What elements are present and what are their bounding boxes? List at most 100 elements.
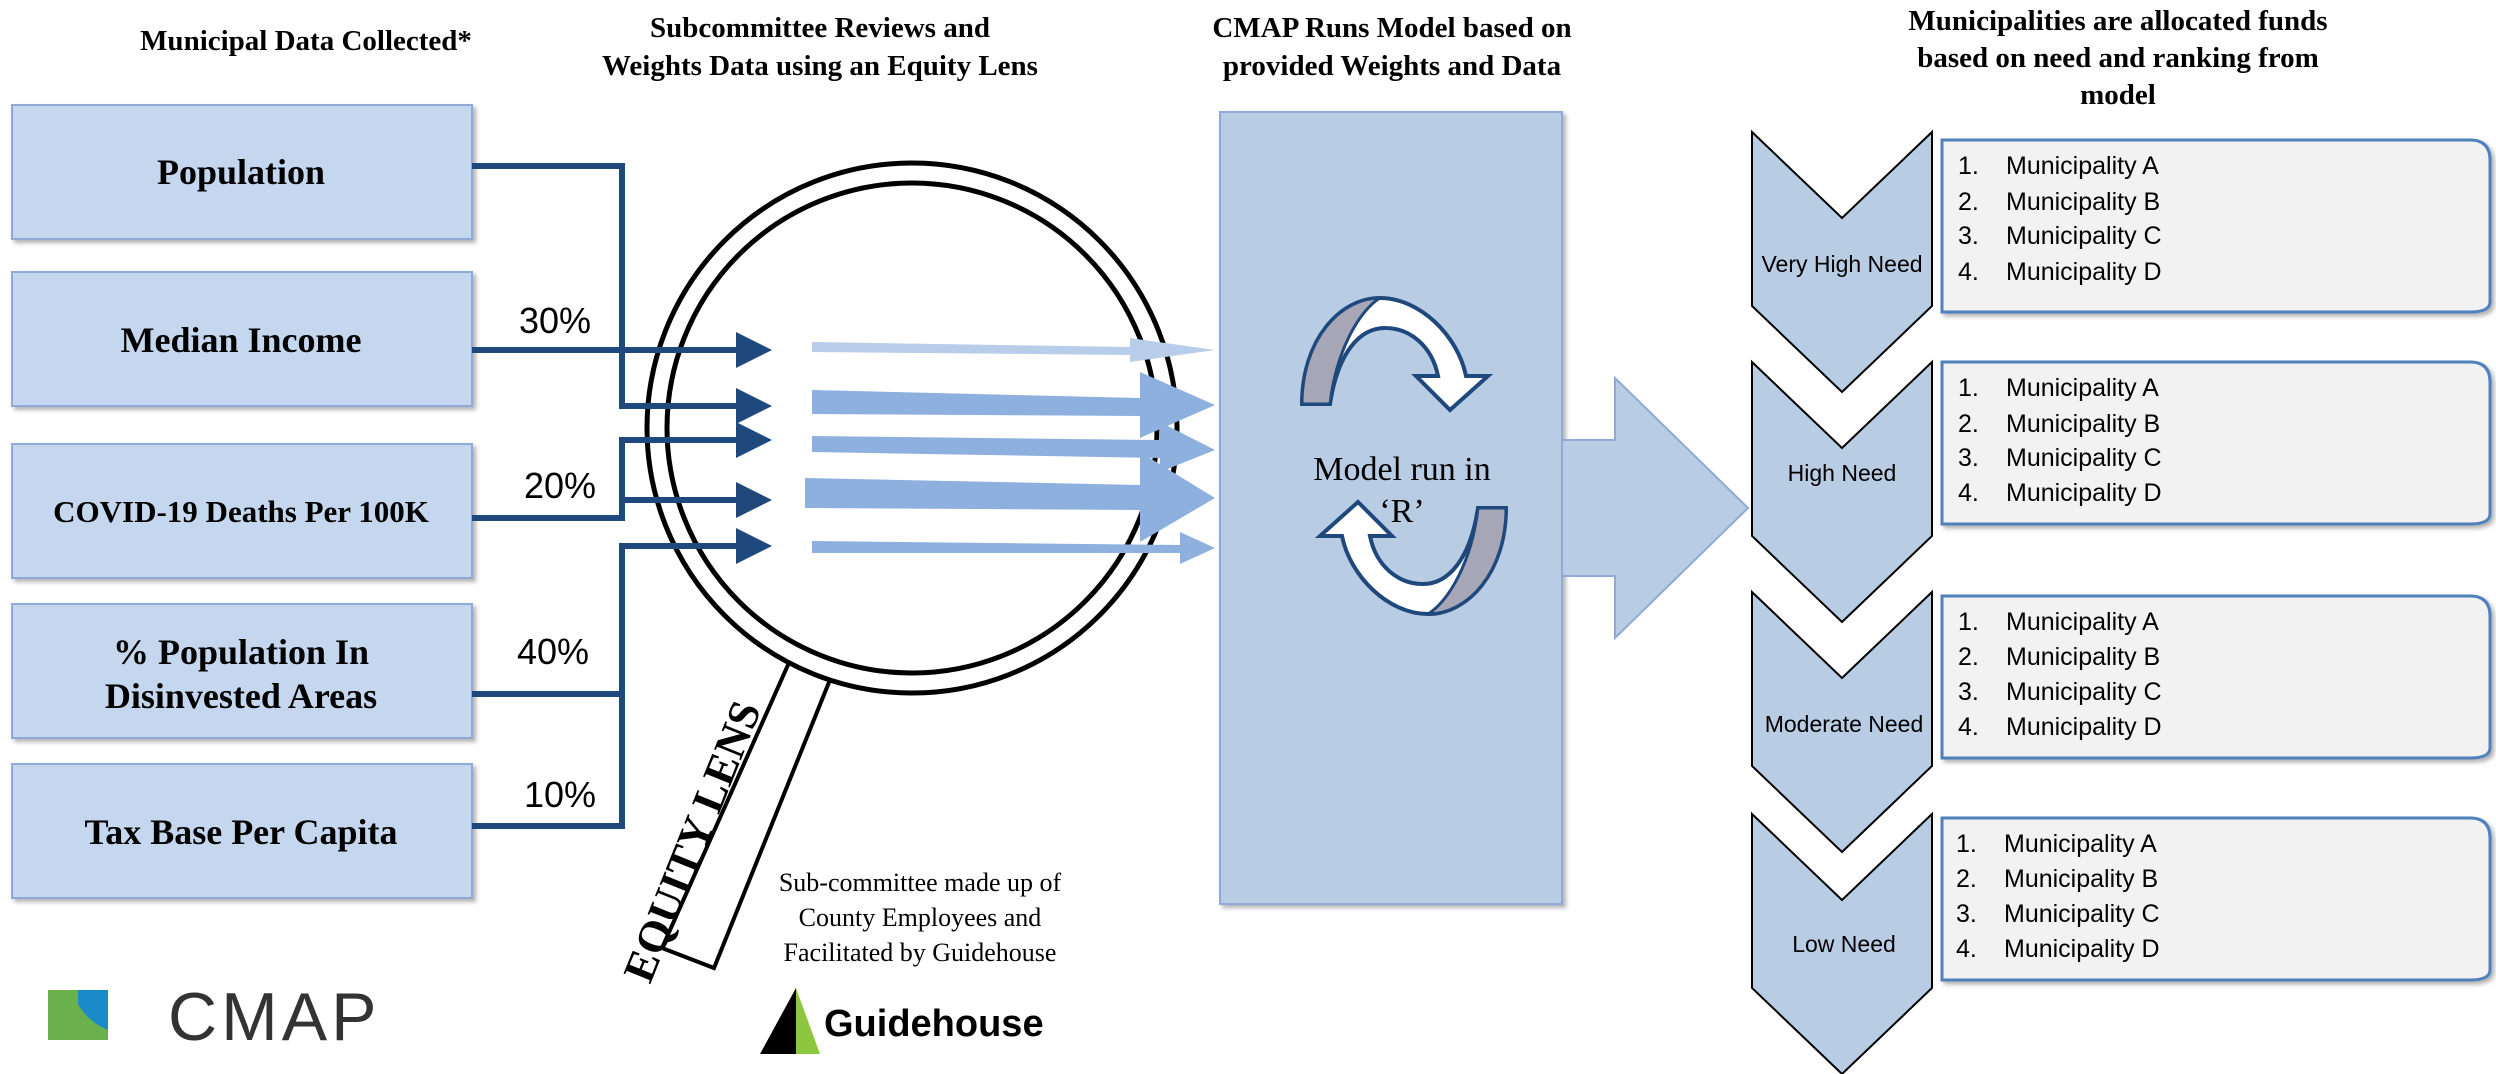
connectors — [472, 163, 772, 829]
rank-number: 3. — [1958, 678, 1979, 706]
need-label-moderate: Moderate Need — [1765, 711, 1924, 737]
note-line3: Facilitated by Guidehouse — [784, 938, 1057, 967]
need-label-low: Low Need — [1792, 931, 1896, 957]
municipality-name: Municipality D — [2006, 713, 2162, 741]
rank-number: 2. — [1958, 188, 1979, 216]
weight-covid: 20% — [524, 465, 596, 506]
need-levels: Very High Need 1. Municipality A 2. Muni… — [1751, 129, 2492, 1074]
chevron-high — [1751, 359, 1933, 624]
municipality-name: Municipality D — [2006, 479, 2162, 507]
rank-number: 2. — [1956, 865, 1977, 893]
municipality-name: Municipality A — [2006, 152, 2159, 180]
guidehouse-logo-text: Guidehouse — [824, 1003, 1044, 1045]
rank-number: 3. — [1958, 444, 1979, 472]
connector-disinvested — [472, 528, 772, 697]
rank-number: 1. — [1958, 152, 1979, 180]
header-subcommittee-line2: Weights Data using an Equity Lens — [602, 50, 1038, 82]
disinvested-label-line1: % Population In — [113, 632, 369, 672]
rank-number: 1. — [1958, 608, 1979, 636]
population-box — [11, 104, 473, 240]
guidehouse-logo-mark-dark — [760, 988, 796, 1054]
cmap-logo-text: CMAP — [168, 979, 380, 1055]
municipality-name: Municipality D — [2006, 258, 2162, 286]
chevron-very-high — [1751, 129, 1933, 394]
population-label: Population — [157, 152, 325, 192]
median-income-box — [11, 271, 473, 407]
list-low — [1940, 816, 2492, 982]
rank-number: 4. — [1958, 258, 1979, 286]
header-allocation-line1: Municipalities are allocated funds — [1908, 5, 2327, 37]
magnifying-glass-icon: EQUITY LENS — [614, 160, 1180, 989]
chevron-low — [1751, 811, 1933, 1074]
cmap-logo-blue-shape — [78, 990, 108, 1030]
weight-tax-base: 10% — [524, 774, 596, 815]
note-line2: County Employees and — [799, 903, 1042, 932]
need-level-high: High Need 1. Municipality A 2. Municipal… — [1751, 359, 2492, 624]
municipality-name: Municipality B — [2006, 643, 2160, 671]
municipality-name: Municipality B — [2004, 865, 2158, 893]
connector-population — [472, 163, 772, 424]
median-income-label: Median Income — [121, 320, 362, 360]
municipality-name: Municipality D — [2004, 935, 2160, 963]
need-label-very-high: Very High Need — [1761, 251, 1922, 277]
light-arrow-4 — [805, 452, 1215, 542]
rank-number: 2. — [1958, 410, 1979, 438]
header-cmap-line1: CMAP Runs Model based on — [1212, 12, 1571, 44]
municipality-name: Municipality A — [2004, 830, 2157, 858]
tax-base-label: Tax Base Per Capita — [84, 812, 397, 852]
municipality-name: Municipality C — [2006, 678, 2162, 706]
need-level-moderate: Moderate Need 1. Municipality A 2. Munic… — [1751, 589, 2492, 854]
chevron-moderate — [1751, 589, 1933, 854]
header-allocation-line3: model — [2080, 79, 2156, 111]
note-line1: Sub-committee made up of — [779, 868, 1062, 897]
light-arrow-5 — [812, 532, 1215, 564]
header-allocation-line2: based on need and ranking from — [1917, 42, 2319, 74]
rank-number: 2. — [1958, 643, 1979, 671]
column-headers: Municipal Data Collected* Subcommittee R… — [140, 5, 2328, 111]
municipality-name: Municipality C — [2004, 900, 2160, 928]
tax-base-box — [11, 763, 473, 899]
municipality-name: Municipality B — [2006, 188, 2160, 216]
data-boxes: Population Median Income COVID-19 Deaths… — [11, 104, 473, 899]
weight-median-income: 30% — [519, 300, 591, 341]
rank-number: 3. — [1956, 900, 1977, 928]
header-cmap-line2: provided Weights and Data — [1223, 50, 1562, 82]
list-very-high — [1940, 138, 2492, 314]
need-label-high: High Need — [1788, 460, 1897, 486]
rank-number: 1. — [1958, 374, 1979, 402]
lens-inner-ring — [664, 180, 1160, 676]
model-panel: Model run in ‘R’ — [1219, 111, 1750, 905]
need-level-very-high: Very High Need 1. Municipality A 2. Muni… — [1751, 129, 2492, 394]
light-arrow-3 — [812, 422, 1215, 472]
municipality-name: Municipality A — [2006, 608, 2159, 636]
municipality-name: Municipality C — [2006, 444, 2162, 472]
lens-output-arrows — [805, 338, 1215, 564]
model-text-line1: Model run in — [1313, 451, 1491, 488]
municipality-name: Municipality B — [2006, 410, 2160, 438]
covid-label: COVID-19 Deaths Per 100K — [53, 494, 429, 529]
rank-number: 3. — [1958, 222, 1979, 250]
rank-number: 4. — [1958, 713, 1979, 741]
refresh-cycle-icon — [1299, 295, 1509, 617]
guidehouse-logo: Guidehouse — [760, 988, 1044, 1054]
connector-tax-base — [472, 694, 625, 829]
header-subcommittee-line1: Subcommittee Reviews and — [650, 12, 990, 44]
rank-number: 4. — [1956, 935, 1977, 963]
disinvested-box — [11, 603, 473, 739]
guidehouse-logo-mark-green — [796, 988, 820, 1054]
covid-box — [11, 443, 473, 579]
rank-number: 4. — [1958, 479, 1979, 507]
rank-number: 1. — [1956, 830, 1977, 858]
subcommittee-note: Sub-committee made up of County Employee… — [779, 868, 1062, 967]
list-high — [1940, 360, 2492, 526]
weights: 30% 20% 40% 10% — [517, 300, 596, 815]
light-arrow-1 — [812, 338, 1215, 362]
cmap-logo: CMAP — [48, 979, 380, 1055]
model-text-line2: ‘R’ — [1379, 493, 1424, 530]
model-output-arrow — [1561, 375, 1750, 641]
list-moderate — [1940, 594, 2492, 760]
disinvested-label-line2: Disinvested Areas — [105, 676, 377, 716]
municipality-name: Municipality C — [2006, 222, 2162, 250]
header-municipal-data: Municipal Data Collected* — [140, 25, 472, 57]
